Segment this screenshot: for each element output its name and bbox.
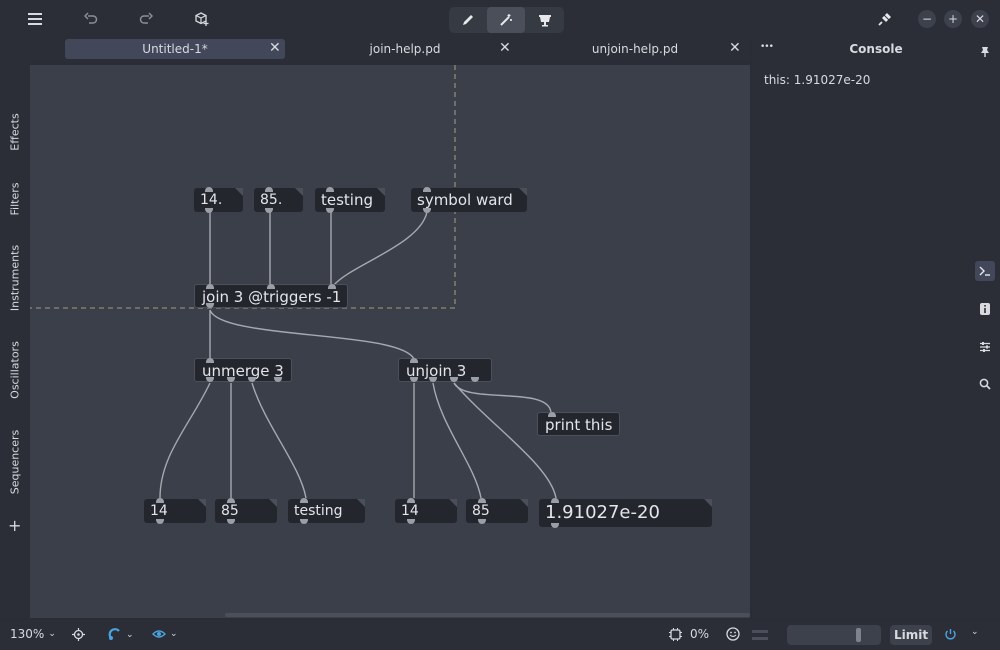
tab-label: join-help.pd	[369, 42, 441, 56]
print-object[interactable]: print this	[537, 412, 620, 436]
close-window-button[interactable]: ✕	[971, 10, 989, 28]
connection	[159, 382, 211, 499]
connection	[332, 211, 428, 287]
patch-connections	[30, 65, 557, 499]
status-bar: 130% ⌄ ⌄ ⌄ 0% Limit ⌄	[0, 620, 1000, 650]
connection	[432, 382, 482, 499]
connection	[453, 382, 557, 499]
chevron-down-icon: ⌄	[170, 629, 178, 639]
console-title: Console	[849, 42, 903, 56]
cpu-icon	[669, 628, 682, 641]
limit-button[interactable]: Limit	[890, 625, 932, 645]
object-text: join 3 @triggers -1	[202, 288, 342, 306]
tab-join-help[interactable]: join-help.pd	[300, 39, 510, 59]
atom-value: 85	[221, 503, 239, 519]
float-atom[interactable]: 85	[215, 498, 277, 524]
list-atom[interactable]: symbol ward	[411, 187, 527, 213]
redo-icon[interactable]	[133, 6, 159, 32]
volume-slider-handle[interactable]	[856, 628, 861, 642]
add-object-icon[interactable]	[189, 6, 215, 32]
atom-value: testing	[294, 503, 343, 519]
close-tab-icon[interactable]: ✕	[269, 40, 281, 56]
zoom-level: 130%	[10, 627, 45, 641]
sliders-icon[interactable]	[975, 337, 995, 357]
maximize-button[interactable]: +	[944, 10, 962, 28]
volume-slider[interactable]	[787, 625, 881, 645]
add-category-button[interactable]: +	[8, 516, 22, 535]
tab-untitled-1[interactable]: Untitled-1*	[65, 39, 285, 59]
mode-switcher	[449, 7, 564, 33]
level-meter-icon	[752, 629, 768, 641]
tab-label: Untitled-1*	[142, 42, 208, 56]
edit-pencil-icon[interactable]	[449, 7, 487, 33]
atom-value: testing	[321, 191, 374, 209]
unmerge-object[interactable]: unmerge 3	[194, 358, 292, 382]
connection	[209, 309, 415, 360]
chevron-down-icon: ⌄	[126, 629, 134, 640]
float-atom-large[interactable]: 1.91027e-20	[539, 498, 712, 528]
atom-value: 1.91027e-20	[545, 502, 660, 523]
plugin-icon[interactable]	[872, 6, 898, 32]
console-line: this: 1.91027e-20	[764, 73, 871, 87]
console-menu-icon[interactable]: •••	[760, 42, 774, 52]
sidebar-item-oscillators[interactable]: Oscillators	[8, 341, 22, 399]
object-text: print this	[545, 416, 613, 434]
power-icon[interactable]	[944, 628, 957, 641]
horizontal-scrollbar[interactable]	[225, 613, 750, 617]
connection	[251, 382, 307, 499]
hamburger-icon[interactable]	[22, 6, 48, 32]
console-panel: ••• Console this: 1.91027e-20	[752, 38, 970, 618]
join-object[interactable]: join 3 @triggers -1	[194, 284, 348, 308]
atom-value: 14	[401, 503, 419, 519]
sidebar-item-effects[interactable]: Effects	[8, 113, 22, 151]
category-sidebar: + Effects Filters Instruments Oscillator…	[0, 38, 51, 618]
smiley-icon[interactable]	[726, 627, 740, 641]
pin-icon[interactable]	[980, 43, 990, 62]
info-icon[interactable]	[975, 299, 995, 319]
atom-value: 14.	[200, 192, 223, 208]
top-toolbar: − + ✕	[0, 0, 1000, 38]
visibility-select[interactable]: ⌄	[152, 628, 178, 640]
unjoin-object[interactable]: unjoin 3	[398, 358, 492, 382]
float-atom[interactable]: 14.	[194, 187, 243, 213]
grid-snap-select[interactable]: ⌄	[108, 628, 134, 641]
close-tab-icon[interactable]: ✕	[729, 40, 741, 56]
chevron-down-icon: ⌄	[48, 629, 56, 639]
float-atom[interactable]: 14	[395, 498, 457, 524]
float-atom[interactable]: 85.	[254, 187, 303, 213]
search-icon[interactable]	[975, 374, 995, 394]
close-tab-icon[interactable]: ✕	[499, 40, 511, 56]
interact-wand-icon[interactable]	[487, 7, 525, 33]
patch-canvas[interactable]: 14. 85. testing symbol ward join 3 @trig…	[30, 65, 750, 618]
atom-value: 14	[150, 503, 168, 519]
float-atom[interactable]: 85	[466, 498, 528, 524]
crosshair-icon[interactable]	[72, 628, 85, 641]
sidebar-item-filters[interactable]: Filters	[8, 182, 22, 216]
window-bounds-guide	[30, 65, 456, 309]
float-atom[interactable]: 14	[144, 498, 206, 524]
tab-label: unjoin-help.pd	[591, 42, 679, 56]
symbol-atom[interactable]: testing	[315, 187, 385, 213]
cpu-usage: 0%	[690, 627, 710, 641]
undo-icon[interactable]	[78, 6, 104, 32]
connection	[453, 382, 552, 414]
atom-value: symbol ward	[417, 191, 513, 209]
atom-value: 85	[472, 503, 490, 519]
tab-unjoin-help[interactable]: unjoin-help.pd	[530, 39, 740, 59]
zoom-select[interactable]: 130% ⌄	[10, 627, 56, 641]
presentation-icon[interactable]	[526, 7, 564, 33]
console-terminal-icon[interactable]	[975, 261, 995, 281]
atom-value: 85.	[260, 192, 283, 208]
sidebar-item-instruments[interactable]: Instruments	[8, 244, 22, 312]
minimize-button[interactable]: −	[918, 10, 936, 28]
console-tool-strip	[970, 38, 1000, 618]
chevron-down-icon[interactable]: ⌄	[971, 627, 979, 637]
object-text: unjoin 3	[406, 362, 467, 380]
symbol-atom[interactable]: testing	[288, 498, 365, 524]
tab-bar: Untitled-1* ✕ join-help.pd ✕ unjoin-help…	[30, 38, 750, 62]
object-text: unmerge 3	[202, 362, 284, 380]
sidebar-item-sequencers[interactable]: Sequencers	[8, 429, 22, 495]
